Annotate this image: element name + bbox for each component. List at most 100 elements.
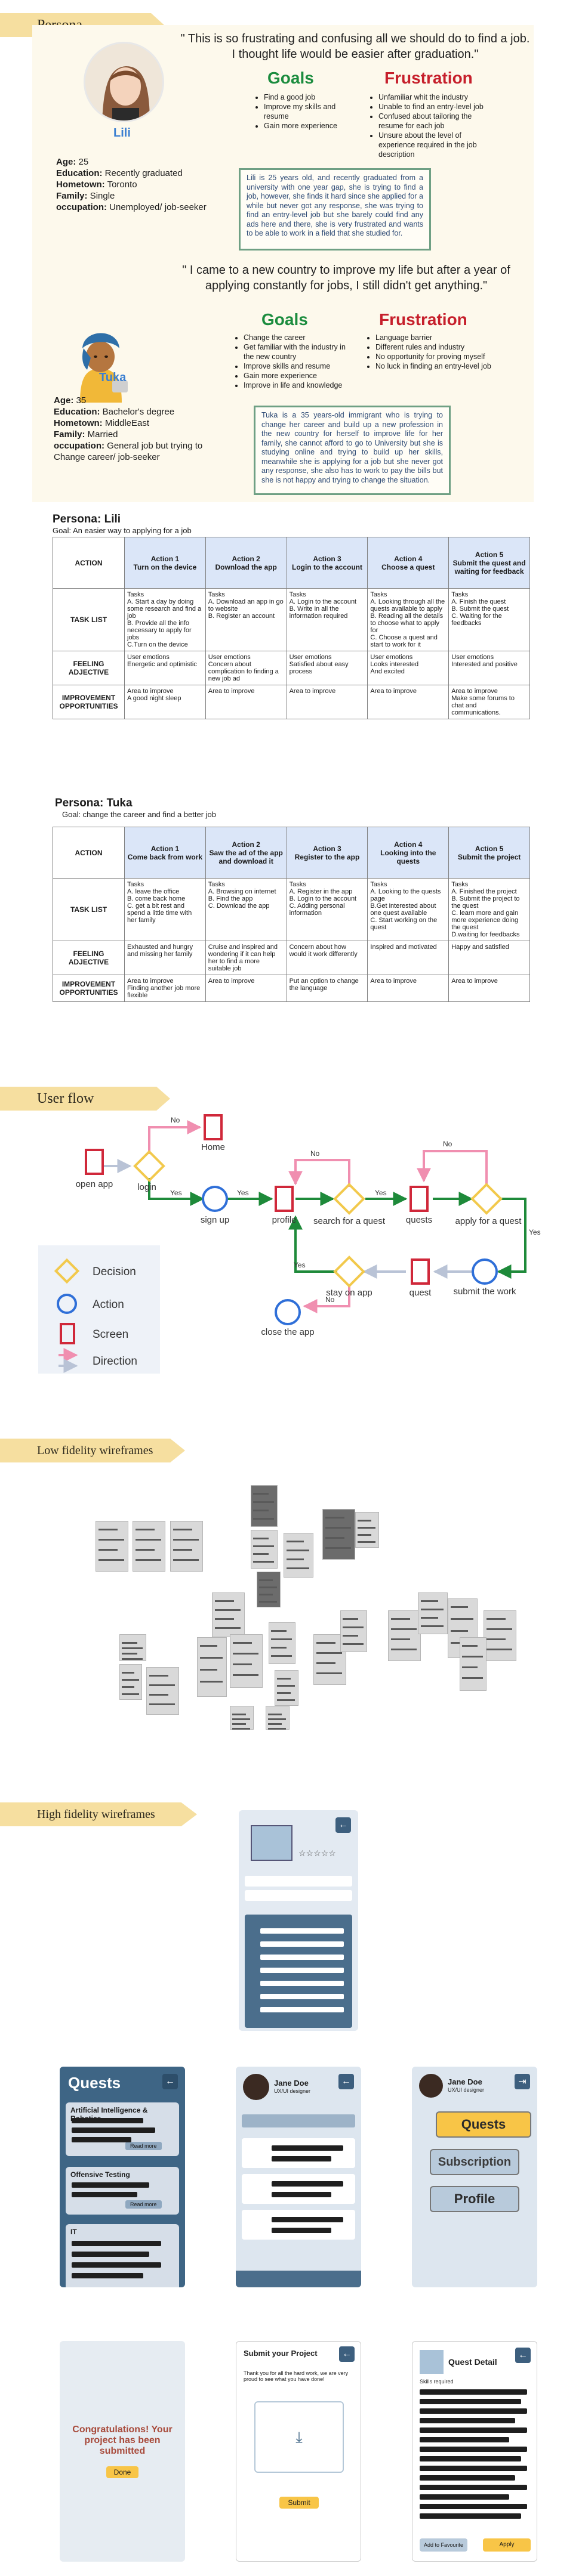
hifi-screen-detail: Quest Detail ← Skills required Add to Fa…	[412, 2341, 537, 2562]
list-item[interactable]	[260, 1928, 344, 1934]
wireframe-line	[122, 1653, 138, 1655]
list-item[interactable]	[260, 1941, 344, 1947]
journey-cell: Area to improve	[448, 975, 530, 1002]
journey-cell: Concern about how would it work differen…	[286, 941, 368, 975]
journey-cell: User emotions Concern about complication…	[205, 651, 287, 685]
persona-facts-lili: Age: 25 Education: Recently graduated Ho…	[56, 157, 207, 212]
list-item[interactable]	[242, 2210, 355, 2240]
back-arrow-icon[interactable]: ←	[338, 2074, 354, 2089]
wireframe-line	[253, 1501, 274, 1503]
text-placeholder-bar	[272, 2181, 343, 2187]
wireframe-line	[253, 1553, 269, 1555]
journey-cell: Happy and satisfied	[448, 941, 530, 975]
wireframe-line	[149, 1703, 175, 1705]
list-item[interactable]	[260, 1994, 344, 1999]
wireframe-line	[487, 1628, 512, 1630]
apply-button[interactable]: Apply	[483, 2538, 531, 2552]
wireframe-line	[232, 1723, 246, 1725]
frustration-item: Unsure about the level of experience req…	[378, 131, 492, 159]
persona-facts-tuka: Age: 35 Education: Bachelor's degree Hom…	[54, 395, 203, 462]
read-more-button[interactable]: Read more	[125, 2142, 162, 2150]
goal-item: Gain more experience	[244, 371, 355, 381]
filter-bar[interactable]	[242, 2114, 355, 2127]
list-item[interactable]	[260, 2007, 344, 2012]
label-search: search for a quest	[313, 1216, 386, 1226]
text-placeholder-bar	[272, 2192, 331, 2197]
done-button[interactable]: Done	[106, 2466, 138, 2478]
wireframe-line	[253, 1561, 274, 1563]
congrats-message: Congratulations! Your project has been s…	[72, 2425, 173, 2456]
text-placeholder-bar	[420, 2513, 521, 2519]
journey-cell: Area to improve	[367, 975, 449, 1002]
wireframe-line	[259, 1601, 278, 1603]
wireframe-line	[462, 1666, 478, 1668]
menu-profile-button[interactable]: Profile	[430, 2186, 519, 2212]
wireframe-line	[253, 1518, 274, 1520]
goal-item: Gain more experience	[264, 121, 357, 131]
input-field[interactable]	[245, 1890, 352, 1901]
wireframe-line	[277, 1685, 295, 1687]
menu-subscription-button[interactable]: Subscription	[430, 2149, 519, 2175]
submit-button[interactable]: Submit	[279, 2497, 319, 2509]
back-arrow-icon[interactable]: ←	[339, 2346, 355, 2362]
section-banner-user-flow: User flow	[0, 1087, 170, 1111]
back-arrow-icon[interactable]: ←	[162, 2074, 178, 2089]
section-title-high-fi: High fidelity wireframes	[37, 1807, 155, 1821]
quest-card[interactable]: Offensive Testing Read more	[66, 2167, 179, 2215]
text-placeholder-bar	[420, 2389, 527, 2395]
upload-icon: ⤓	[295, 2428, 303, 2446]
wireframe-line	[259, 1579, 273, 1581]
low-fi-wireframe	[322, 1509, 355, 1560]
label-no: No	[171, 1116, 180, 1124]
logout-icon[interactable]: ⇥	[515, 2074, 530, 2089]
low-fi-wireframe	[230, 1634, 263, 1688]
list-item[interactable]	[260, 1955, 344, 1960]
wireframe-line	[391, 1649, 417, 1650]
journey-goal-lili: Goal: An easier way to applying for a jo…	[53, 526, 192, 535]
text-placeholder-bar	[72, 2192, 137, 2197]
back-arrow-icon[interactable]: ←	[515, 2348, 531, 2363]
list-item[interactable]	[260, 1968, 344, 1973]
upload-area[interactable]: ⤓	[254, 2401, 344, 2473]
low-fi-wireframe	[119, 1664, 142, 1700]
submit-text: Thank you for all the hard work, we are …	[244, 2370, 349, 2382]
text-placeholder-bar	[420, 2427, 527, 2433]
wireframe-line	[121, 1693, 139, 1695]
journey-title-lili: Persona: Lili	[53, 513, 121, 525]
wireframe-line	[233, 1642, 253, 1644]
journey-row-label: TASK LIST	[53, 588, 125, 651]
list-item[interactable]	[260, 1981, 344, 1986]
text-placeholder-bar	[420, 2494, 509, 2500]
avatar-lili	[84, 42, 164, 122]
list-item[interactable]	[242, 2138, 355, 2168]
image-placeholder-icon	[251, 1825, 292, 1861]
wireframe-line	[136, 1529, 155, 1530]
wireframe-line	[98, 1539, 124, 1541]
journey-action-header: Action 1 Come back from work	[124, 827, 206, 879]
persona-name-tuka: Tuka	[99, 371, 127, 384]
label-profile: profile	[272, 1215, 297, 1225]
journey-action-header: Action 4 Choose a quest	[367, 537, 449, 589]
add-favourite-button[interactable]: Add to Favourite	[420, 2538, 467, 2552]
read-more-button[interactable]: Read more	[125, 2200, 162, 2209]
text-placeholder-bar	[72, 2118, 143, 2123]
text-placeholder-bar	[272, 2228, 331, 2233]
journey-cell: Area to improve Finding another job more…	[124, 975, 206, 1002]
wireframe-line	[253, 1538, 269, 1539]
wireframe-line	[233, 1674, 258, 1676]
back-arrow-icon[interactable]: ←	[335, 1817, 351, 1833]
label-stay: stay on app	[326, 1288, 372, 1298]
action-submit-work	[472, 1258, 498, 1285]
rating-stars: ☆☆☆☆☆	[298, 1848, 336, 1858]
input-field[interactable]	[245, 1876, 352, 1887]
wireframe-line	[420, 1625, 444, 1627]
section-title-user-flow: User flow	[37, 1090, 94, 1106]
menu-quests-button[interactable]: Quests	[436, 2111, 531, 2138]
low-fi-wireframe	[251, 1530, 278, 1569]
journey-cell: Area to improve A good night sleep	[124, 685, 206, 719]
image-placeholder-icon	[420, 2350, 444, 2374]
wireframe-line	[487, 1618, 506, 1620]
section-banner-low-fi: Low fidelity wireframes	[0, 1439, 185, 1462]
list-item[interactable]	[242, 2174, 355, 2204]
